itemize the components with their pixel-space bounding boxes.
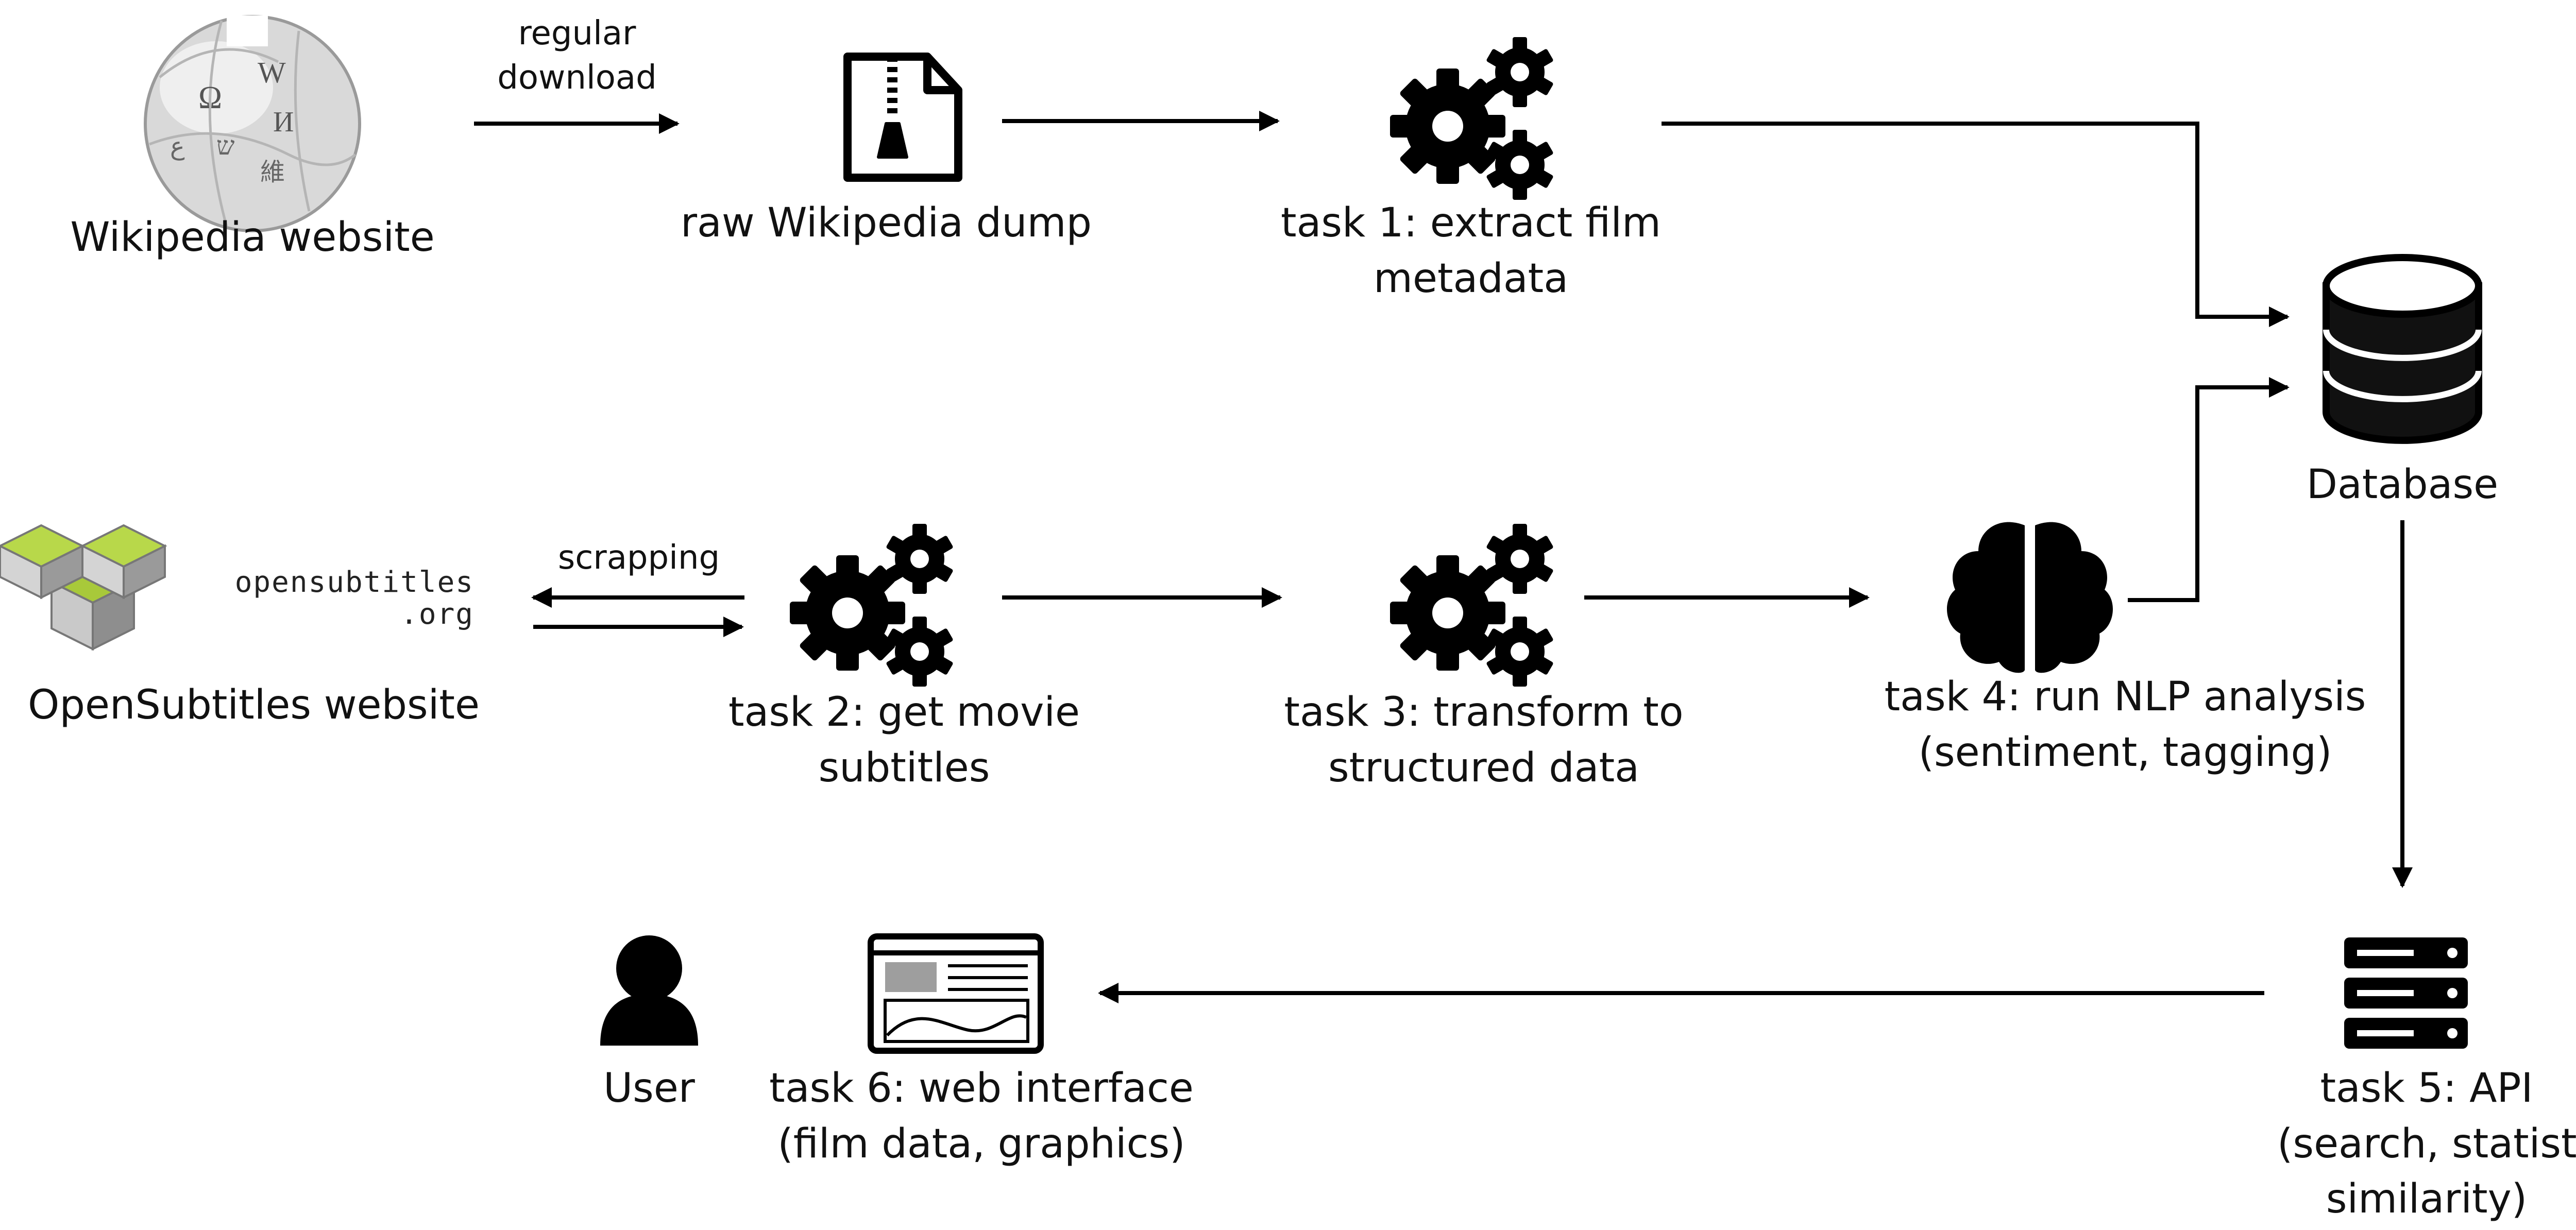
web-page-icon <box>868 933 1044 1054</box>
label-regular-download: regular download <box>474 11 680 100</box>
svg-text:維: 維 <box>260 159 285 186</box>
gears-icon <box>1390 37 1554 200</box>
brain-icon <box>1946 522 2113 673</box>
label-task5: task 5: API (search, statistics, similar… <box>2277 1061 2576 1227</box>
svg-text:ש: ש <box>216 131 235 160</box>
user-icon <box>600 935 698 1046</box>
edge-task4-to-database <box>2128 377 2290 602</box>
edge-label-line1: regular <box>518 14 636 53</box>
wikipedia-globe-icon: Ω W И ש 維 ع <box>144 15 361 232</box>
label-task2: task 2: get movie subtitles <box>659 685 1149 796</box>
label-line: task 5: API <box>2320 1065 2533 1112</box>
zip-file-icon <box>843 53 962 182</box>
label-task3: task 3: transform to structured data <box>1226 685 1741 796</box>
label-line: (search, statistics, <box>2277 1120 2576 1167</box>
label-line: (sentiment, tagging) <box>1918 729 2332 776</box>
opensubtitles-wordmark: opensubtitles .org <box>175 567 474 630</box>
svg-text:Ω: Ω <box>198 80 222 115</box>
database-icon <box>2323 254 2482 444</box>
label-task1: task 1: extract film metadata <box>1226 196 1716 306</box>
edge-label-line2: download <box>497 59 657 97</box>
label-task6: task 6: web interface (film data, graphi… <box>737 1061 1226 1172</box>
svg-text:И: И <box>273 106 294 138</box>
label-line: similarity) <box>2326 1176 2528 1223</box>
label-line: structured data <box>1328 744 1639 791</box>
server-icon <box>2344 937 2468 1049</box>
label-opensubtitles: OpenSubtitles website <box>28 682 480 728</box>
svg-text:ع: ع <box>170 133 185 161</box>
gears-icon <box>790 524 954 687</box>
label-line: task 1: extract film <box>1281 200 1661 246</box>
label-task4: task 4: run NLP analysis (sentiment, tag… <box>1829 670 2421 780</box>
label-raw-dump: raw Wikipedia dump <box>680 200 1092 246</box>
label-wikipedia: Wikipedia website <box>70 214 435 261</box>
connectors <box>474 111 2413 1003</box>
label-line: task 2: get movie <box>728 689 1080 736</box>
label-line: metadata <box>1373 255 1569 302</box>
edge-task1-to-database <box>1662 122 2290 327</box>
label-line: task 6: web interface <box>769 1065 1194 1112</box>
opensubtitles-logo <box>0 524 167 651</box>
label-line: task 3: transform to <box>1284 689 1684 736</box>
svg-text:W: W <box>258 56 286 89</box>
label-line: task 4: run NLP analysis <box>1884 674 2366 720</box>
label-user: User <box>603 1065 695 1112</box>
label-line: (film data, graphics) <box>777 1120 1185 1167</box>
label-scrapping: scrapping <box>557 539 720 577</box>
gears-icon <box>1390 524 1554 687</box>
wordmark-line2: .org <box>400 597 474 631</box>
wordmark-line1: opensubtitles <box>234 566 474 599</box>
label-database: Database <box>2306 462 2499 508</box>
label-line: subtitles <box>818 744 990 791</box>
